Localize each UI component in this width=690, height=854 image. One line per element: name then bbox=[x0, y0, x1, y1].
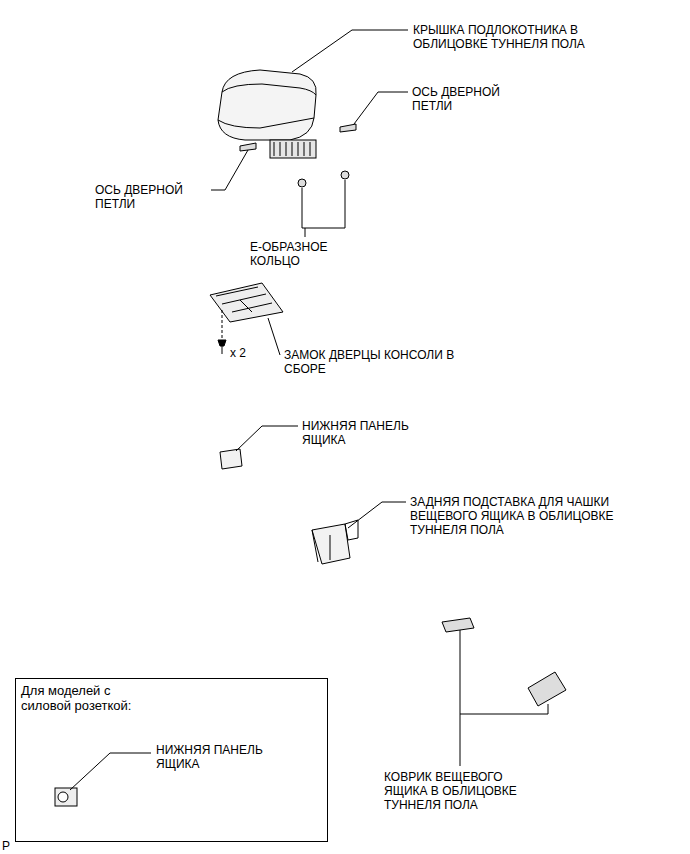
part-label: E-ОБРАЗНОЕ КОЛЬЦО bbox=[250, 240, 350, 268]
hinge-pin bbox=[340, 124, 356, 132]
variant-heading: Для моделей с силовой розеткой: bbox=[21, 683, 151, 713]
part-label: НИЖНЯЯ ПАНЕЛЬ ЯЩИКА bbox=[302, 419, 417, 447]
part-label: КРЫШКА ПОДЛОКОТНИКА В ОБЛИЦОВКЕ ТУННЕЛЯ … bbox=[413, 23, 613, 51]
part-label: ЗАДНЯЯ ПОДСТАВКА ДЛЯ ЧАШКИ ВЕЩЕВОГО ЯЩИК… bbox=[410, 495, 645, 537]
quantity-label: x 2 bbox=[230, 346, 270, 360]
part-label: ЗАМОК ДВЕРЦЫ КОНСОЛИ В СБОРЕ bbox=[284, 348, 474, 376]
part-label: КОВРИК ВЕЩЕВОГО ЯЩИКА В ОБЛИЦОВКЕ ТУННЕЛ… bbox=[384, 770, 539, 812]
variant-box: Для моделей с силовой розеткой: НИЖНЯЯ ПА… bbox=[15, 678, 328, 842]
part-label: ОСЬ ДВЕРНОЙ ПЕТЛИ bbox=[412, 85, 517, 113]
hinge-pin bbox=[240, 143, 256, 151]
armrest-lid bbox=[218, 70, 316, 158]
part-label: НИЖНЯЯ ПАНЕЛЬ ЯЩИКА bbox=[156, 743, 271, 771]
part-label: ОСЬ ДВЕРНОЙ ПЕТЛИ bbox=[95, 183, 207, 211]
